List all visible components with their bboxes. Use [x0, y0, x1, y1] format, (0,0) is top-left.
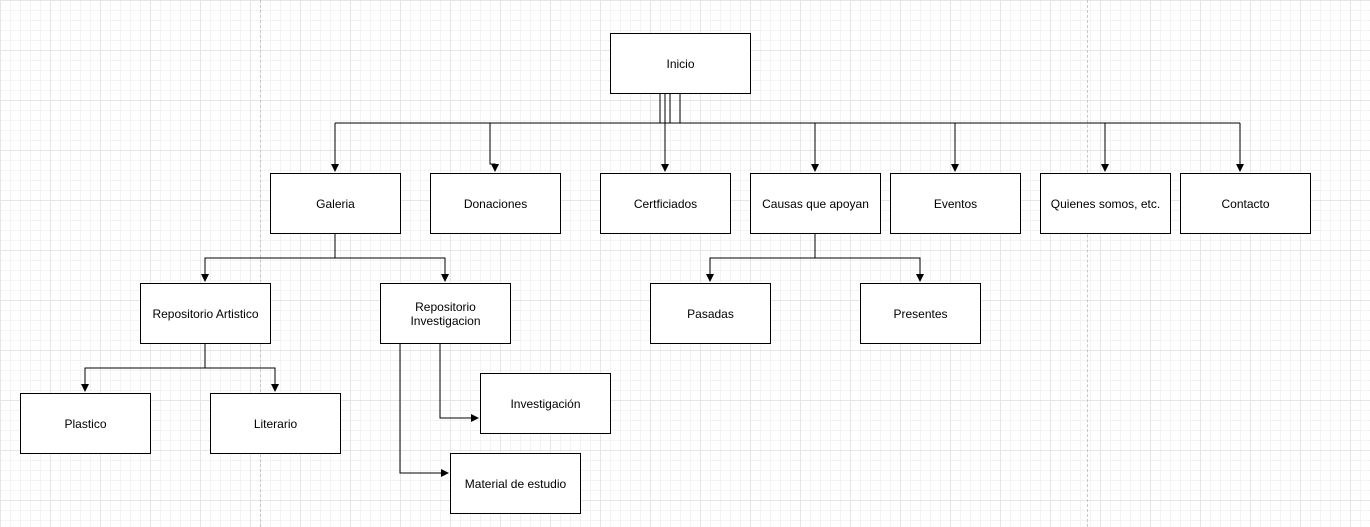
node-inicio[interactable]: Inicio	[610, 33, 751, 94]
node-donaciones[interactable]: Donaciones	[430, 173, 561, 234]
connector-causas-presentes	[815, 257, 924, 282]
page-break-line	[1087, 0, 1088, 527]
node-repo-artistico[interactable]: Repositorio Artistico	[140, 283, 271, 344]
connector-galeria-repo-investigacion	[335, 257, 449, 282]
page-break-line	[260, 0, 261, 527]
connector-causas-pasadas	[706, 233, 816, 282]
connector-galeria-repo-artistico	[201, 233, 336, 282]
node-material[interactable]: Material de estudio	[450, 453, 581, 514]
connector-artistico-plastico	[81, 343, 206, 392]
node-quienes[interactable]: Quienes somos, etc.	[1040, 173, 1171, 234]
node-literario[interactable]: Literario	[210, 393, 341, 454]
connector-repo-investigacion-investigacion	[439, 343, 479, 422]
node-certificados[interactable]: Certficiados	[600, 173, 731, 234]
node-presentes[interactable]: Presentes	[860, 283, 981, 344]
connector-repo-investigacion-material	[399, 343, 449, 477]
node-investigacion[interactable]: Investigación	[480, 373, 611, 434]
node-contacto[interactable]: Contacto	[1180, 173, 1311, 234]
node-plastico[interactable]: Plastico	[20, 393, 151, 454]
node-causas[interactable]: Causas que apoyan	[750, 173, 881, 234]
node-galeria[interactable]: Galeria	[270, 173, 401, 234]
connector-artistico-literario	[205, 367, 279, 392]
connector-inicio-donaciones	[489, 123, 499, 172]
node-repo-investigacion[interactable]: Repositorio Investigacion	[380, 283, 511, 344]
node-pasadas[interactable]: Pasadas	[650, 283, 771, 344]
node-eventos[interactable]: Eventos	[890, 173, 1021, 234]
